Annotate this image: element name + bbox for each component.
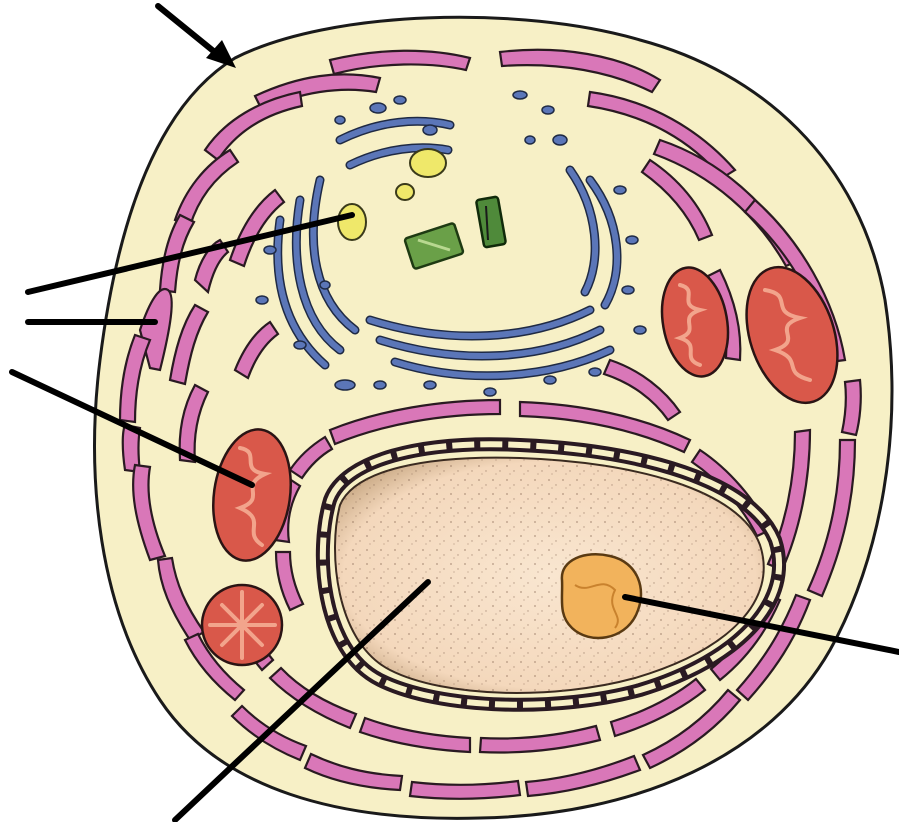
pointer-cell-membrane [158,6,236,68]
